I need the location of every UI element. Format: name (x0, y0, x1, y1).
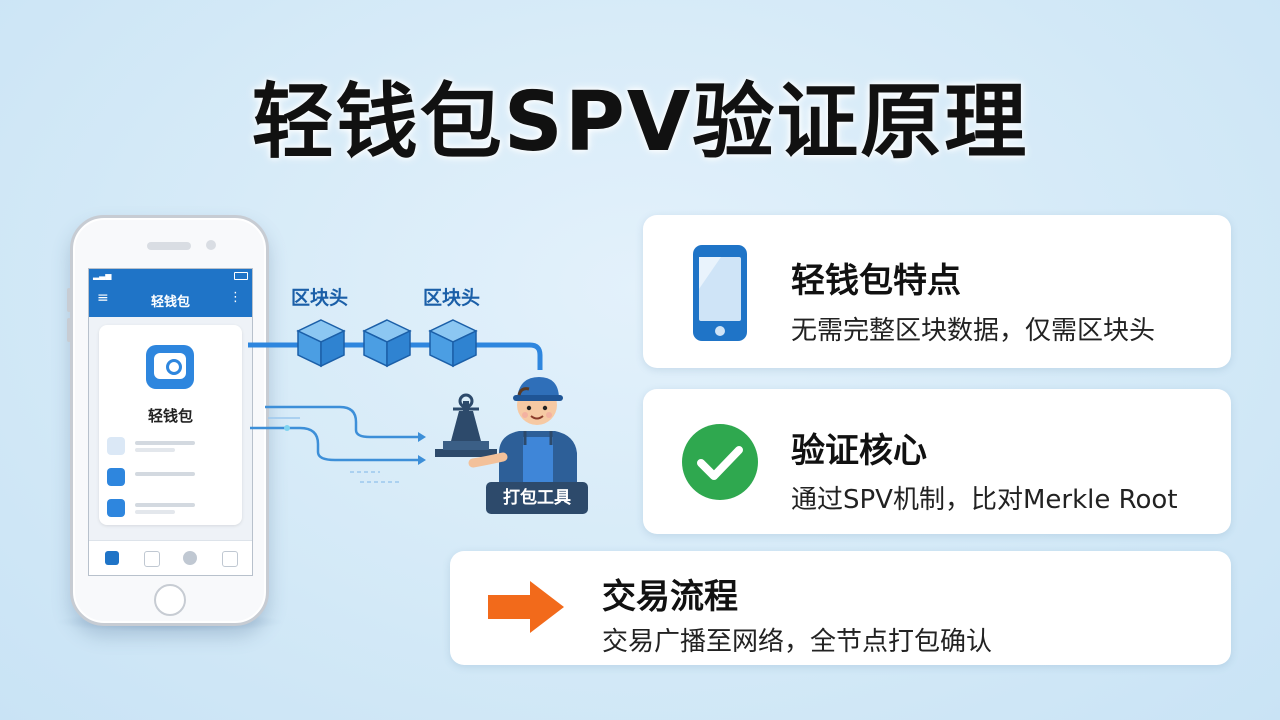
home-icon[interactable] (105, 551, 119, 565)
packing-tool-label: 打包工具 (486, 482, 588, 514)
tab-bar (89, 540, 252, 575)
wallet-label: 轻钱包 (147, 407, 193, 425)
menu-icon[interactable]: ≡ (97, 290, 109, 306)
search-icon (107, 499, 125, 517)
volume-button (67, 318, 71, 342)
flow-panel: 交易流程 交易广播至网络，全节点打包确认 (450, 551, 1231, 665)
app-bar: ≡ 轻钱包 ⋮ (89, 281, 252, 317)
panel-subtitle: 通过SPV机制，比对Merkle Root (791, 485, 1178, 515)
panel-title: 轻钱包特点 (791, 261, 961, 301)
worker-illustration (435, 377, 577, 490)
wallet-tab-icon[interactable] (144, 551, 160, 567)
phone-screen: ▂▃▅ ≡ 轻钱包 ⋮ 轻钱包 (88, 268, 253, 576)
search-icon (107, 437, 125, 455)
battery-icon (234, 272, 248, 280)
phone-camera (206, 240, 216, 250)
phone-illustration: ▂▃▅ ≡ 轻钱包 ⋮ 轻钱包 (67, 215, 269, 626)
core-panel: 验证核心 通过SPV机制，比对Merkle Root (643, 389, 1231, 534)
panel-subtitle: 无需完整区块数据，仅需区块头 (791, 316, 1156, 346)
block-header-label: 区块头 (423, 287, 481, 309)
list-item[interactable] (105, 497, 236, 519)
home-button (154, 584, 186, 616)
signal-icon: ▂▃▅ (93, 271, 112, 280)
volume-button (67, 288, 71, 312)
page-title: 轻钱包SPV验证原理 (251, 75, 1029, 170)
panel-title: 验证核心 (791, 431, 927, 471)
stamp-tool-icon (435, 393, 497, 457)
list-item[interactable] (105, 435, 236, 457)
location-icon (107, 468, 125, 486)
check-circle-icon (682, 424, 758, 500)
arrow-right-icon (488, 581, 564, 633)
wallet-card: 轻钱包 (99, 325, 242, 525)
app-title: 轻钱包 (150, 295, 190, 310)
panel-subtitle: 交易广播至网络，全节点打包确认 (602, 627, 993, 657)
list-item[interactable] (105, 466, 236, 488)
block-cube (362, 319, 412, 368)
block-cube (296, 319, 346, 368)
wallet-icon (146, 345, 194, 389)
feature-panel: 轻钱包特点 无需完整区块数据，仅需区块头 (643, 215, 1231, 368)
block-header-label: 区块头 (291, 287, 349, 309)
user-icon[interactable] (183, 551, 197, 565)
status-bar: ▂▃▅ (89, 269, 252, 281)
phone-icon (693, 245, 747, 341)
more-icon[interactable]: ⋮ (229, 290, 242, 305)
panel-title: 交易流程 (602, 577, 738, 617)
settings-icon[interactable] (222, 551, 238, 567)
block-cube (428, 319, 478, 368)
phone-speaker (147, 242, 191, 250)
